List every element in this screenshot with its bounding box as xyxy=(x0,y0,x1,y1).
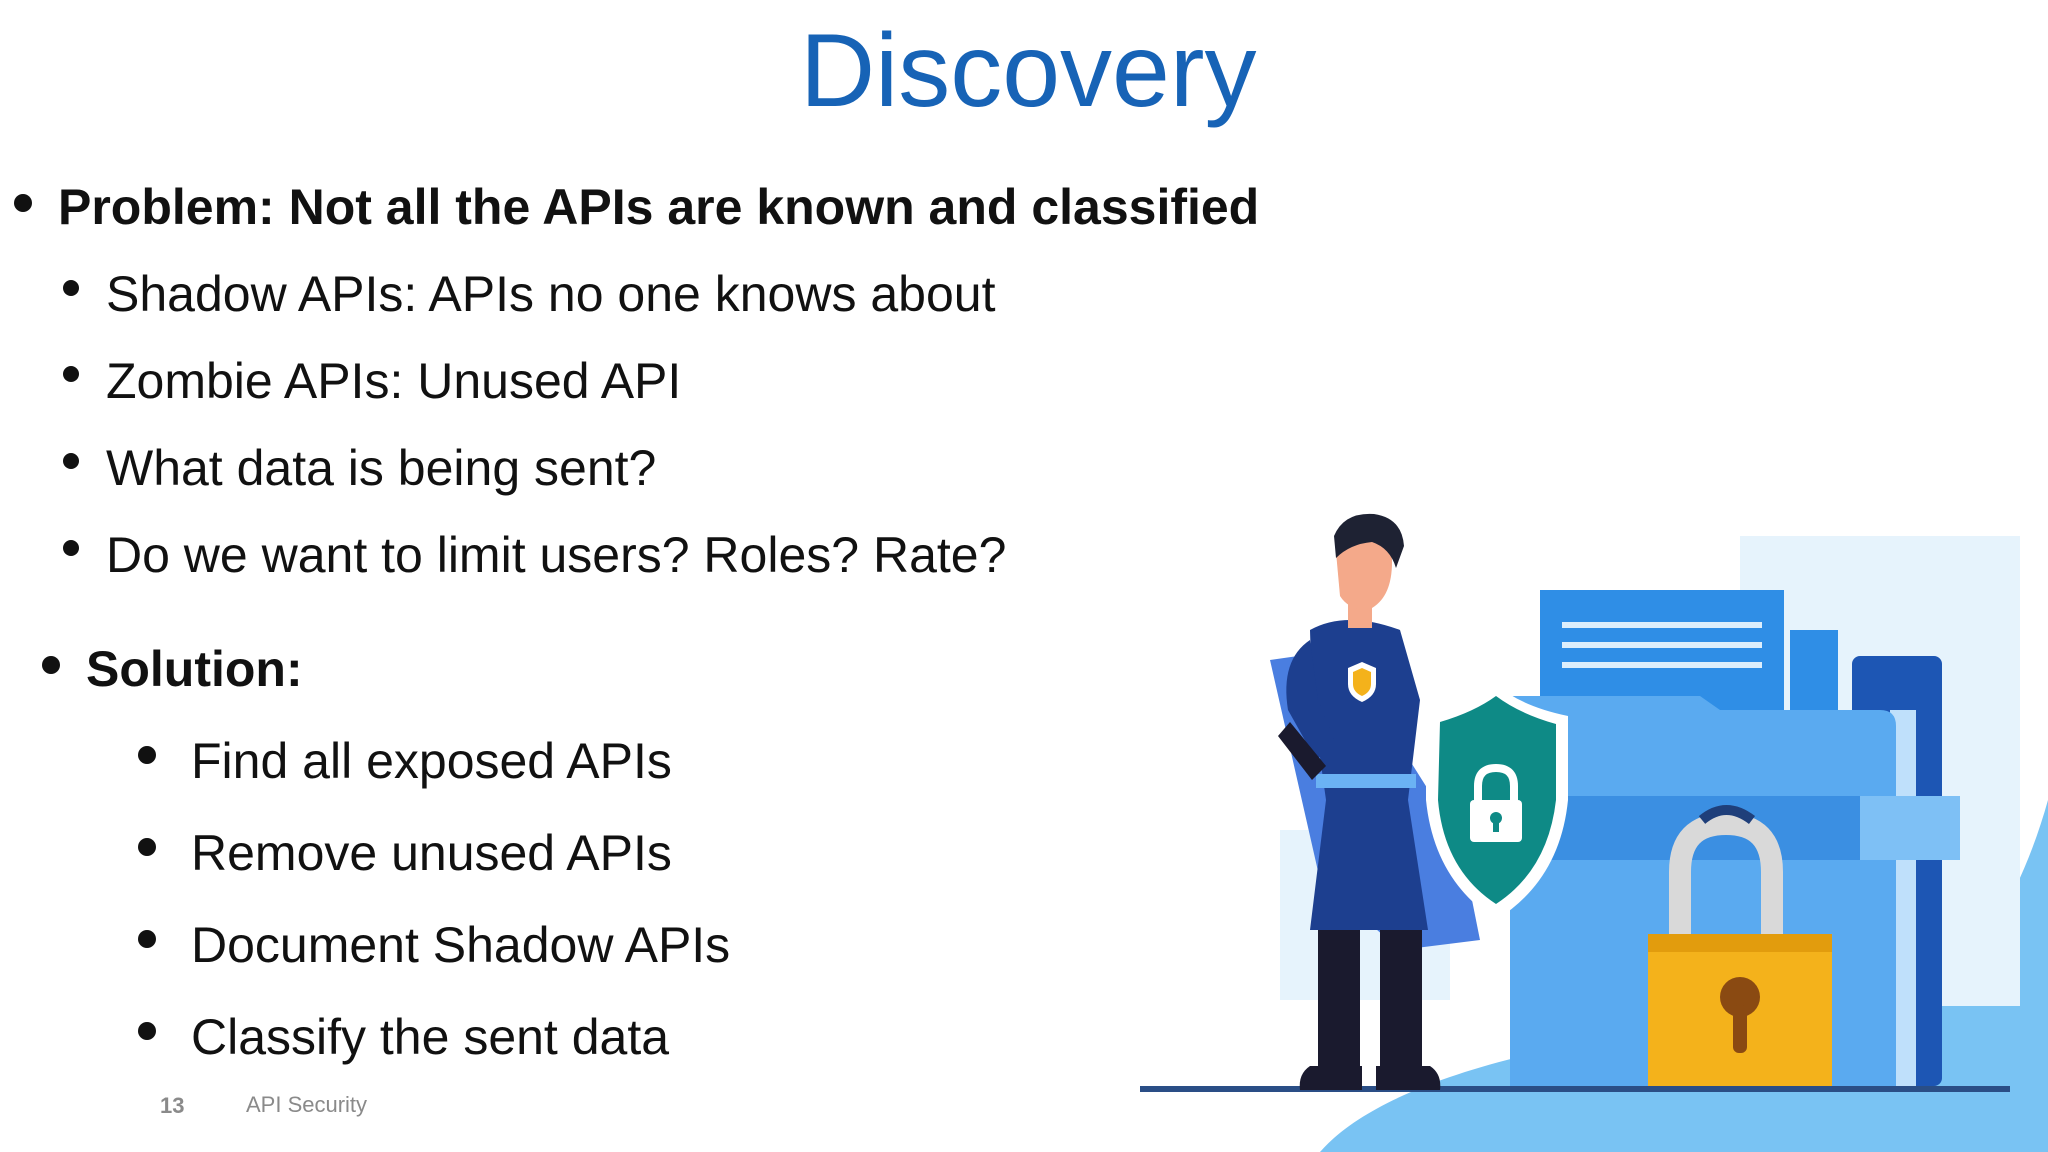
document-line xyxy=(1562,642,1762,648)
document-line xyxy=(1562,622,1762,628)
footer-label: API Security xyxy=(246,1092,368,1117)
problem-item: Shadow APIs: APIs no one knows about xyxy=(106,266,996,322)
padlock-shackle xyxy=(1669,812,1783,940)
hero-leg xyxy=(1318,920,1360,1080)
problem-item: Do we want to limit users? Roles? Rate? xyxy=(106,527,1007,583)
padlock-body-shade xyxy=(1648,934,1832,952)
solution-item: Document Shadow APIs xyxy=(191,917,731,973)
bullet-dot xyxy=(138,838,156,856)
bullet-dot xyxy=(63,540,79,556)
problem-item: What data is being sent? xyxy=(106,440,657,496)
hero-boot xyxy=(1376,1066,1441,1090)
hero-belt xyxy=(1316,774,1416,788)
padlock-keyhole-slot xyxy=(1733,1005,1747,1053)
folder-band-light xyxy=(1860,796,1960,860)
hero-emblem-inner xyxy=(1353,668,1371,696)
slide-number: 13 xyxy=(160,1093,185,1118)
bullet-dot xyxy=(138,1022,156,1040)
document-line xyxy=(1562,662,1762,668)
solution-item: Remove unused APIs xyxy=(191,825,672,881)
bullet-dot xyxy=(14,194,32,212)
hero-arm xyxy=(1286,640,1336,760)
solution-item: Classify the sent data xyxy=(191,1009,670,1065)
bullet-dot xyxy=(63,366,79,382)
problem-item: Zombie APIs: Unused API xyxy=(106,353,682,409)
slide-title: Discovery xyxy=(800,13,1257,129)
bullet-dot xyxy=(63,453,79,469)
hero-face xyxy=(1336,530,1392,609)
hero-leg xyxy=(1380,920,1422,1080)
solution-heading: Solution: xyxy=(86,641,303,697)
bullet-dot xyxy=(42,656,60,674)
problem-heading: Problem: Not all the APIs are known and … xyxy=(58,179,1260,235)
shield-lock-slot xyxy=(1493,820,1499,832)
bullet-dot xyxy=(138,746,156,764)
hero-hair xyxy=(1334,513,1404,568)
solution-item: Find all exposed APIs xyxy=(191,733,672,789)
shield-lock-shackle xyxy=(1474,763,1518,802)
hero-boot xyxy=(1299,1066,1362,1090)
padlock-shackle-shadow xyxy=(1698,805,1756,825)
padlock-keyhole xyxy=(1720,977,1760,1017)
bullet-dot xyxy=(138,930,156,948)
superhero-shield-lock-illustration xyxy=(1140,513,2048,1152)
hero-glove xyxy=(1278,722,1326,780)
bullet-dot xyxy=(63,280,79,296)
ground-line xyxy=(1140,1086,2010,1092)
